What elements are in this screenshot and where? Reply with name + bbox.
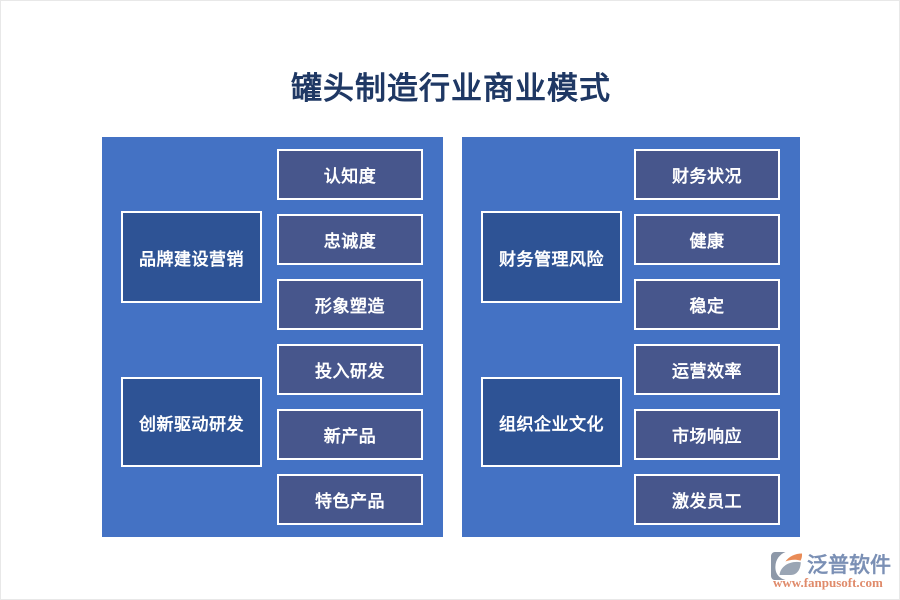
logo-company-name: 泛普软件 <box>807 553 891 577</box>
item-box-market-response[interactable]: 市场响应 <box>634 409 780 460</box>
left-panel: 品牌建设营销 创新驱动研发 认知度 忠诚度 形象塑造 投入研发 新产品 特色产品 <box>102 137 443 537</box>
page-title: 罐头制造行业商业模式 <box>291 71 611 106</box>
item-box-loyalty[interactable]: 忠诚度 <box>277 214 423 265</box>
item-box-specialty-product[interactable]: 特色产品 <box>277 474 423 525</box>
item-box-stability[interactable]: 稳定 <box>634 279 780 330</box>
item-box-health[interactable]: 健康 <box>634 214 780 265</box>
logo-website-url: www.fanpusoft.com <box>773 575 883 590</box>
fanpu-c-mark-icon <box>771 552 803 580</box>
item-box-awareness[interactable]: 认知度 <box>277 149 423 200</box>
category-box-org-culture[interactable]: 组织企业文化 <box>481 377 622 467</box>
category-box-innovation-rnd[interactable]: 创新驱动研发 <box>121 377 262 467</box>
item-box-image-building[interactable]: 形象塑造 <box>277 279 423 330</box>
item-box-motivate-employees[interactable]: 激发员工 <box>634 474 780 525</box>
right-panel: 财务管理风险 组织企业文化 财务状况 健康 稳定 运营效率 市场响应 激发员工 <box>462 137 800 537</box>
category-box-brand-marketing[interactable]: 品牌建设营销 <box>121 211 262 303</box>
item-box-financial-status[interactable]: 财务状况 <box>634 149 780 200</box>
item-box-new-product[interactable]: 新产品 <box>277 409 423 460</box>
item-box-rnd-investment[interactable]: 投入研发 <box>277 344 423 395</box>
company-logo: 泛普软件 www.fanpusoft.com <box>771 549 893 591</box>
category-box-financial-risk[interactable]: 财务管理风险 <box>481 211 622 303</box>
item-box-operational-efficiency[interactable]: 运营效率 <box>634 344 780 395</box>
